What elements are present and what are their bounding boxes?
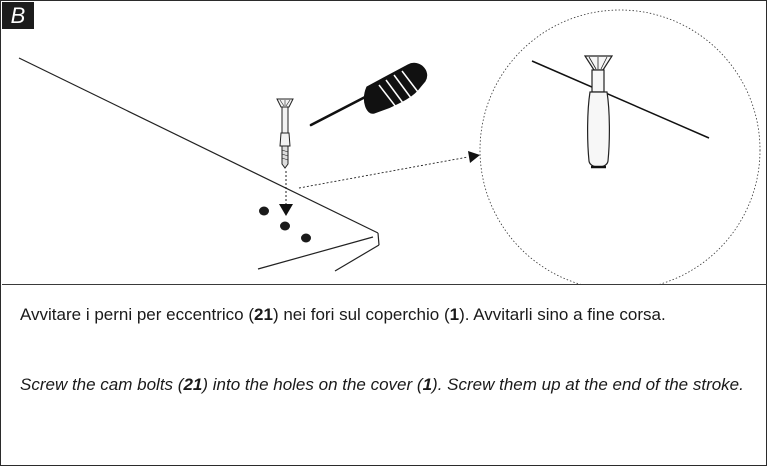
screwdriver-icon <box>309 62 428 127</box>
part-ref-21: 21 <box>254 305 273 324</box>
part-ref-1: 1 <box>449 305 460 324</box>
cover-holes <box>259 206 311 243</box>
arrow-down-icon <box>279 171 293 216</box>
instruction-text-italian: Avvitare i perni per eccentrico (21) nei… <box>20 305 666 324</box>
assembly-illustration <box>18 9 761 284</box>
cover-panel <box>18 57 380 272</box>
part-ref-1-en: 1 <box>422 375 433 394</box>
section-divider <box>2 284 767 285</box>
detail-magnifier-icon <box>479 9 761 284</box>
hole-left <box>259 206 269 216</box>
step-badge: B <box>2 2 34 29</box>
part-ref-21-en: 21 <box>183 375 203 394</box>
instruction-text-english: Screw the cam bolts (21) into the holes … <box>20 375 744 394</box>
detail-leader <box>298 151 480 189</box>
hole-center <box>280 221 290 231</box>
cam-bolt-icon <box>276 98 294 169</box>
hole-right <box>301 233 311 243</box>
